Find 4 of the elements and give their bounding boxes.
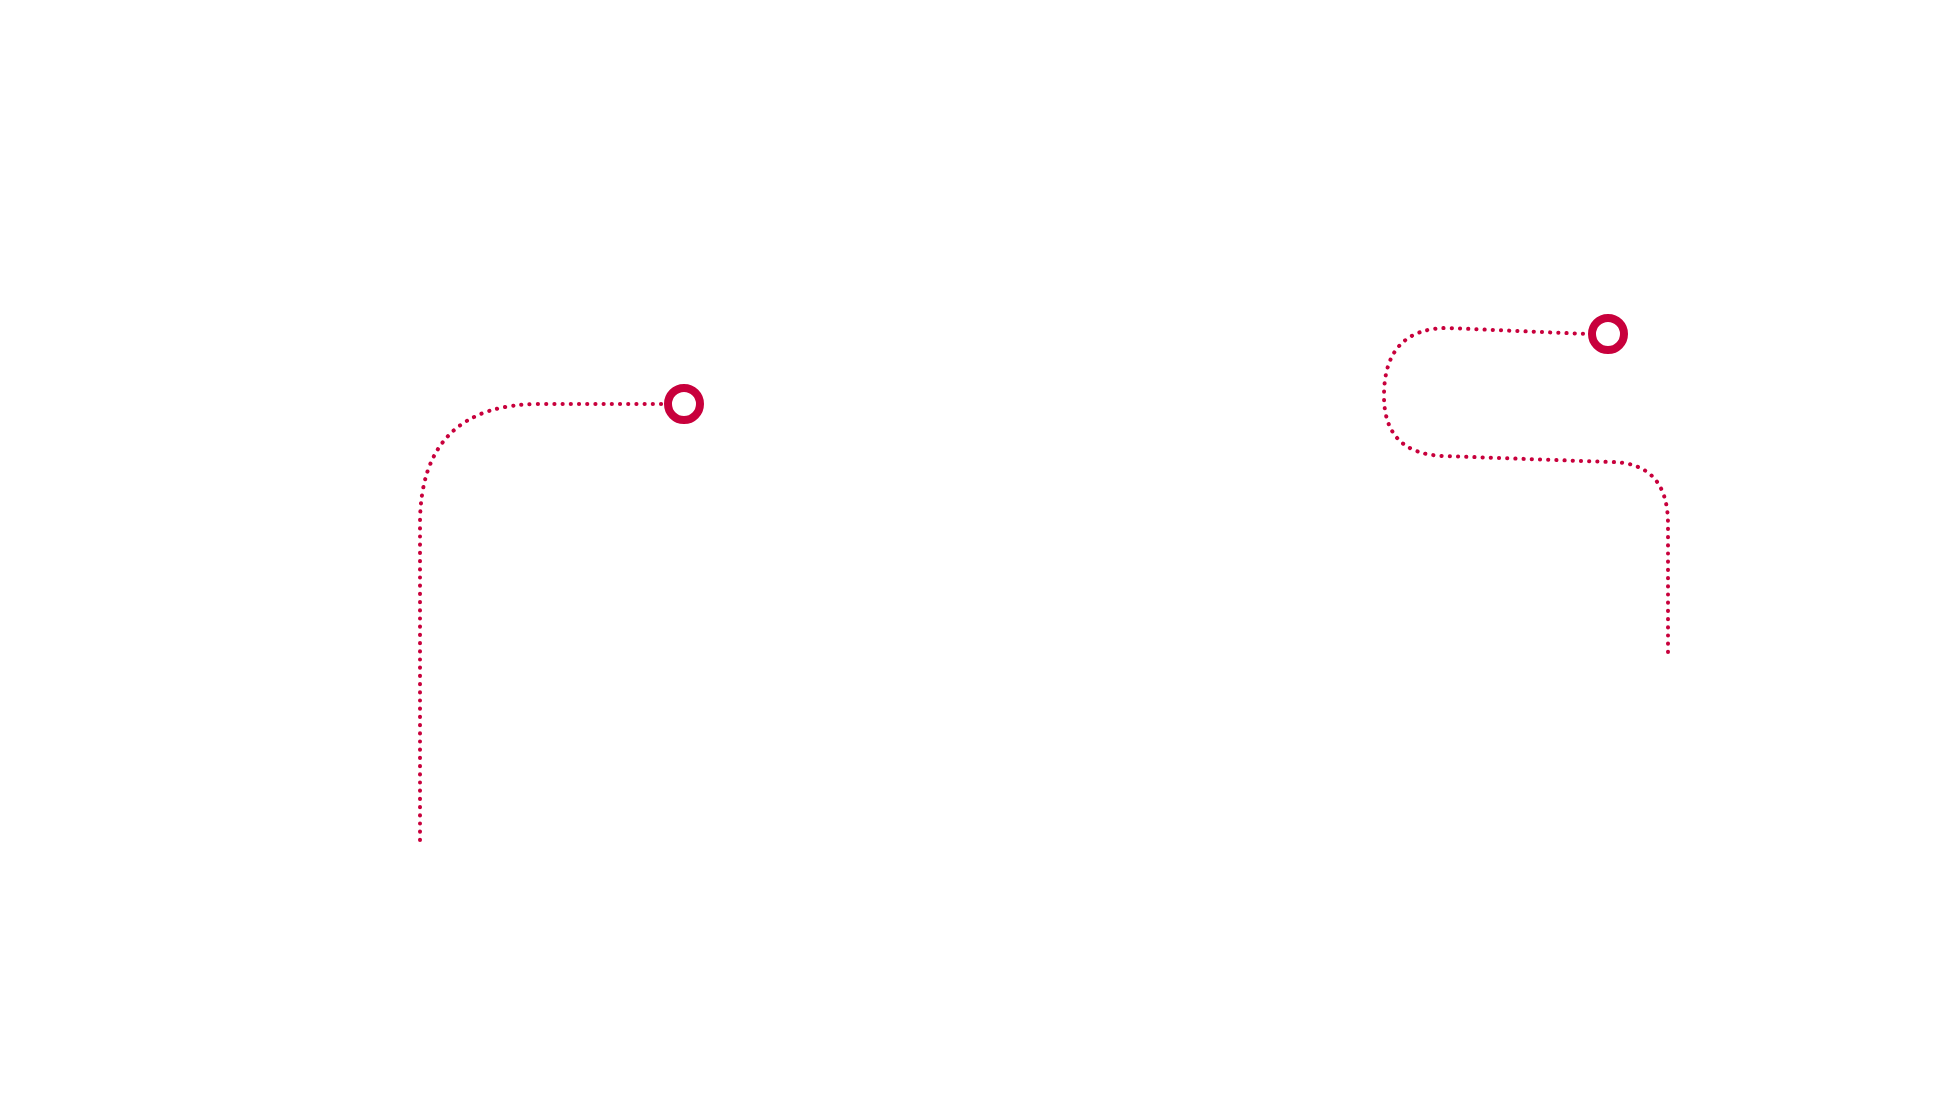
leader-line bbox=[1382, 326, 1670, 654]
leader-line bbox=[418, 402, 666, 842]
ring-marker bbox=[1588, 314, 1628, 354]
ring-marker bbox=[664, 384, 704, 424]
